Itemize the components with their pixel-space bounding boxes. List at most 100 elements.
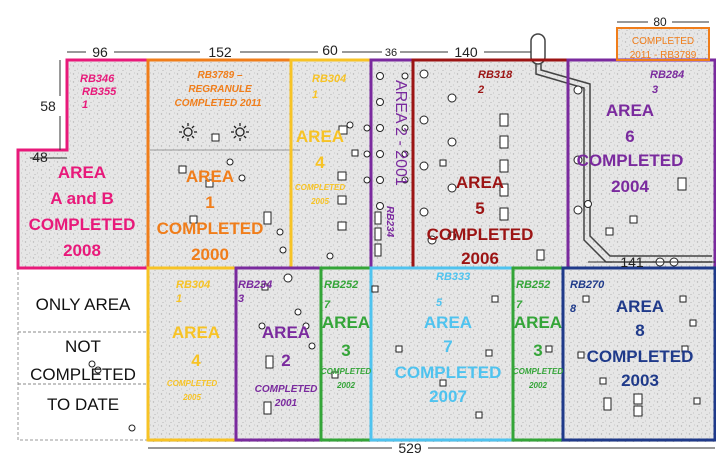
area-5-line1: AREA	[456, 173, 504, 192]
area-3-left-sub2: 2002	[336, 381, 355, 390]
area-2-bottom-rb-line1: RB234	[238, 279, 272, 291]
sun-icon	[231, 123, 249, 141]
area-6-line3: COMPLETED	[577, 151, 684, 170]
pipeline	[530, 33, 712, 263]
area-8-line4: 2003	[621, 371, 659, 390]
area-1-labels: RB3789 – REGRANULE COMPLETED 2011 AREA 1…	[157, 70, 264, 264]
dim-141: 141	[620, 254, 644, 270]
area-7-line1: AREA	[424, 313, 472, 332]
area-4-bottom-line1: AREA	[172, 323, 220, 342]
dim-58: 58	[40, 98, 56, 114]
area-3-right-rb-line2: 7	[516, 299, 523, 311]
area-1-rb-line1: RB3789 –	[197, 70, 242, 81]
area-7-line4: 2007	[429, 387, 467, 406]
top-80-box-labels: COMPLETED 2011 - RB3789	[630, 36, 697, 61]
legend-line4: TO DATE	[47, 395, 119, 414]
area-4-top-sub1: COMPLETED	[295, 183, 345, 192]
area-4-bottom-sub2: 2005	[182, 393, 201, 402]
area-3-left-labels: RB252 7 AREA 3 COMPLETED 2002	[321, 279, 371, 390]
area-2-top-labels: AREA 2 - 2001 RB234	[384, 80, 409, 238]
legend: ONLY AREA NOT COMPLETED TO DATE	[30, 295, 136, 414]
area-4-top-sub2: 2005	[310, 197, 329, 206]
top-80-box-line2: 2011 - RB3789	[630, 50, 697, 61]
area-5-rb-line2: 2	[477, 84, 484, 96]
area-4-bottom-sub1: COMPLETED	[167, 379, 217, 388]
area-2-top-vertical-label: AREA 2 - 2001	[392, 80, 409, 186]
area-8-rb-line1: RB270	[570, 279, 605, 291]
gravel-top-right-box	[617, 28, 709, 60]
area-8-rb-line2: 8	[570, 303, 577, 315]
wells-and-markers	[88, 69, 701, 432]
area-2-bottom-line2: 2	[281, 351, 290, 370]
area-4-top-line1: AREA	[296, 127, 344, 146]
area-7-line2: 7	[443, 337, 452, 356]
area-8-line1: AREA	[616, 297, 664, 316]
area-3-left-rb-line2: 7	[324, 299, 331, 311]
area-4-bottom-rb-line2: 1	[176, 293, 182, 305]
area-4-bottom-line2: 4	[191, 351, 201, 370]
dim-96: 96	[92, 44, 108, 60]
dimension-lines	[30, 21, 715, 449]
area-1-line3: COMPLETED	[157, 219, 264, 238]
area-3-left-line2: 3	[341, 341, 350, 360]
legend-line1: ONLY AREA	[36, 295, 131, 314]
area-4-top-line2: 4	[315, 153, 325, 172]
area-8-border	[561, 266, 716, 442]
gravel-bottom-area	[148, 268, 715, 442]
area-4-top-rb-line2: 1	[312, 89, 318, 101]
dim-60: 60	[322, 42, 338, 58]
area-3-right-labels: RB252 7 AREA 3 COMPLETED 2002	[513, 279, 563, 390]
area-7-rb-line1: RB333	[436, 271, 470, 283]
area-ab-line1: AREA	[58, 163, 106, 182]
area-1-rb-line2: REGRANULE	[188, 84, 252, 95]
area-7-labels: RB333 5 AREA 7 COMPLETED 2007	[395, 271, 502, 406]
dim-140: 140	[454, 44, 478, 60]
sun-icon-group	[179, 123, 249, 141]
area-6-labels: RB284 3 AREA 6 COMPLETED 2004	[577, 69, 685, 196]
area-4-bottom-rb-line1: RB304	[176, 279, 210, 291]
area-6-line1: AREA	[606, 101, 654, 120]
area-1-line2: 1	[205, 193, 214, 212]
dim-36: 36	[385, 47, 397, 59]
area-4-bottom-labels: RB304 1 AREA 4 COMPLETED 2005	[167, 279, 220, 402]
area-8-line2: 8	[635, 321, 644, 340]
area-ab-rb-line3: 1	[82, 99, 88, 111]
area-5-rb-line1: RB318	[478, 69, 513, 81]
area-3-right-line1: AREA	[514, 313, 562, 332]
area-ab-labels: RB346 RB355 1 AREA A and B COMPLETED 200…	[29, 73, 136, 260]
sun-icon	[179, 123, 197, 141]
area-ab-rb-line1: RB346	[80, 73, 115, 85]
top-80-box-border	[616, 27, 710, 61]
area-ab-rb-line2: RB355	[82, 86, 117, 98]
area-8-line3: COMPLETED	[587, 347, 694, 366]
area-ab-line3: COMPLETED	[29, 215, 136, 234]
area-5-labels: RB318 2 AREA 5 COMPLETED 2006	[427, 69, 534, 268]
area-7-line3: COMPLETED	[395, 363, 502, 382]
legend-line3: COMPLETED	[30, 365, 136, 384]
area-6-line2: 6	[625, 127, 634, 146]
dim-152: 152	[208, 44, 232, 60]
area-ab-line4: 2008	[63, 241, 101, 260]
dim-529: 529	[398, 440, 422, 454]
area-2-top-rb: RB234	[384, 206, 395, 238]
top-80-box-line1: COMPLETED	[632, 36, 694, 47]
legend-line2: NOT	[65, 337, 101, 356]
area-3-left-sub1: COMPLETED	[321, 367, 371, 376]
area-2-bottom-labels: RB234 3 AREA 2 COMPLETED 2001	[238, 279, 317, 409]
area-3-left-line1: AREA	[322, 313, 370, 332]
area-3-right-sub1: COMPLETED	[513, 367, 563, 376]
area-3-left-rb-line1: RB252	[324, 279, 358, 291]
area-5-line3: COMPLETED	[427, 225, 534, 244]
area-2-bottom-line1: AREA	[262, 323, 310, 342]
area-2-bottom-rb-line2: 3	[238, 293, 244, 305]
area-1-line1: AREA	[186, 167, 234, 186]
area-8-labels: RB270 8 AREA 8 COMPLETED 2003	[570, 279, 693, 390]
area-6-rb-line1: RB284	[650, 69, 684, 81]
area-3-right-rb-line1: RB252	[516, 279, 550, 291]
area-5-line2: 5	[475, 199, 484, 218]
area-5-line4: 2006	[461, 249, 499, 268]
area-4-top-rb-line1: RB304	[312, 73, 346, 85]
dim-80: 80	[653, 15, 667, 29]
